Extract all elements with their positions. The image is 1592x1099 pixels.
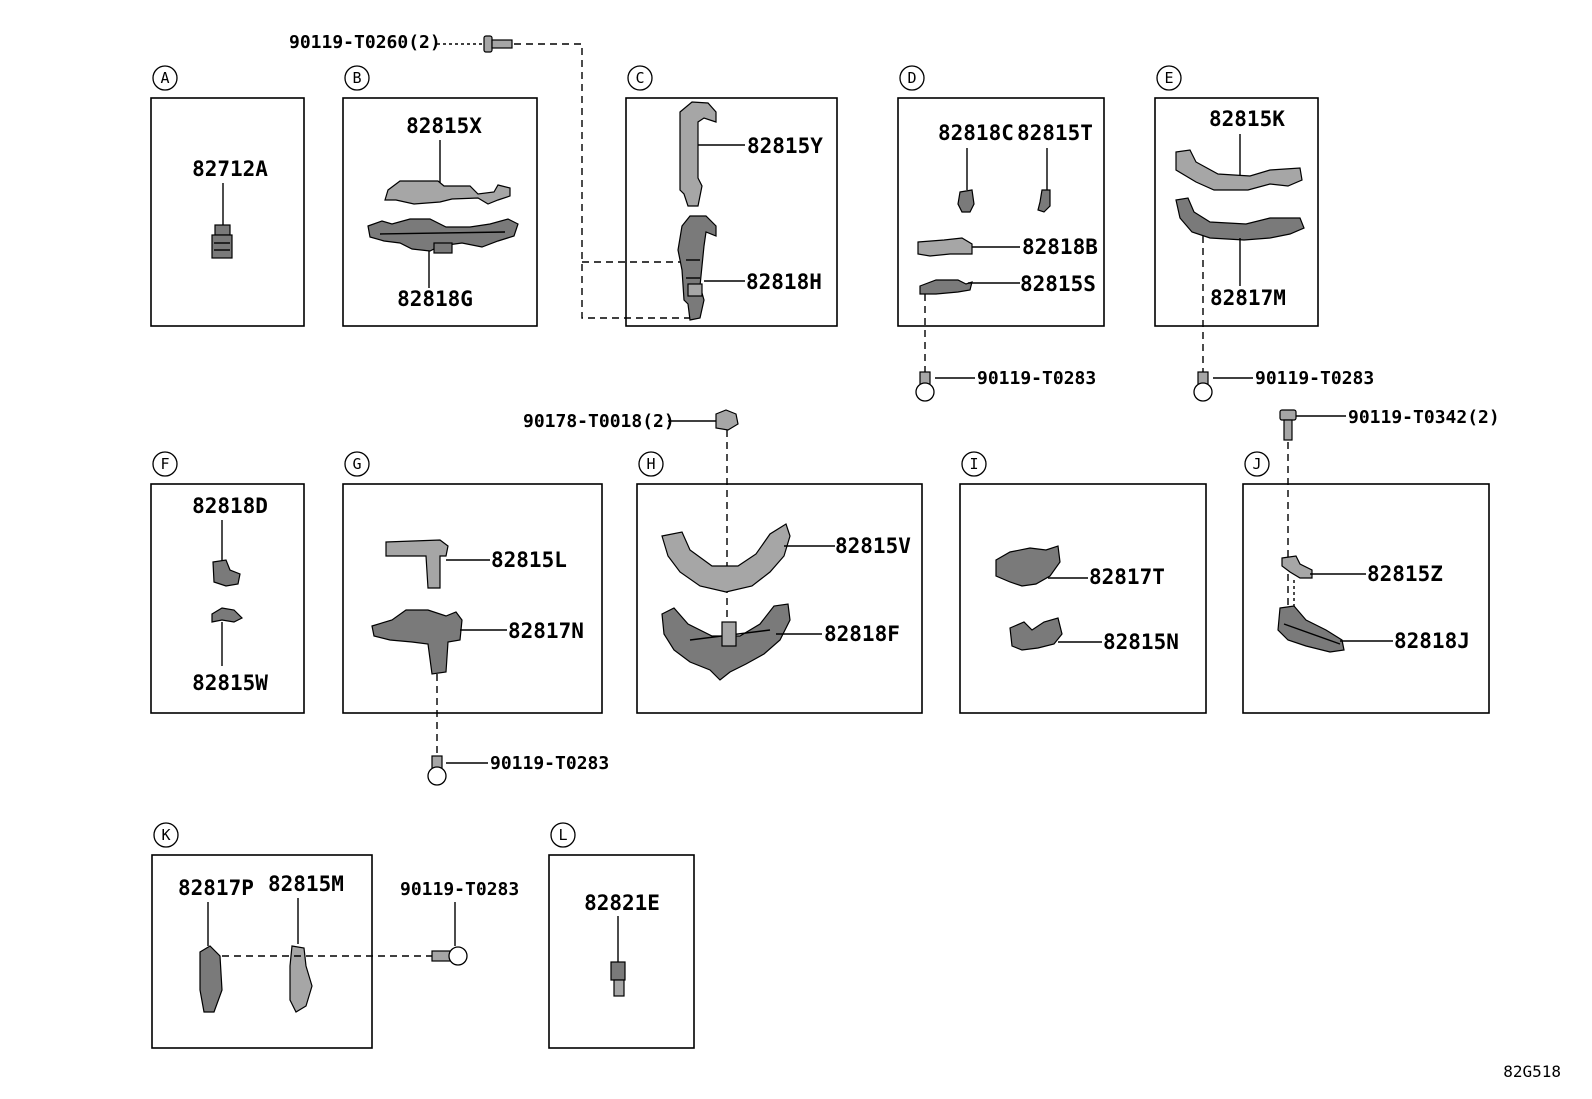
part-label-82815l: 82815L — [491, 548, 567, 572]
part-label-82815w: 82815W — [192, 671, 268, 695]
section-b-box — [342, 97, 538, 327]
part-label-82817p: 82817P — [178, 876, 254, 900]
part-label-82815m: 82815M — [268, 872, 344, 896]
bracket-icon — [1277, 555, 1345, 653]
fastener-label-g: 90119-T0283 — [490, 753, 609, 774]
section-letter-i: I — [969, 455, 978, 473]
section-l-box — [548, 854, 695, 1049]
section-letter-j: J — [1252, 455, 1261, 473]
part-label-82818c: 82818C — [938, 121, 1014, 145]
bracket-icon — [371, 539, 463, 675]
part-label-82818d: 82818D — [192, 494, 268, 518]
section-letter-e: E — [1164, 69, 1173, 87]
bolt-icon — [915, 371, 935, 402]
section-letter-l: L — [558, 826, 567, 844]
fastener-label-90119-t0342: 90119-T0342(2) — [1348, 407, 1500, 428]
part-label-82818g: 82818G — [397, 287, 473, 311]
part-label-82815s: 82815S — [1020, 272, 1096, 296]
part-label-82818h: 82818H — [746, 270, 822, 294]
part-label-82815z: 82815Z — [1367, 562, 1443, 586]
section-f: F 82818D 82815W — [150, 451, 305, 714]
clip-icon — [199, 945, 313, 1013]
bolt-icon — [427, 755, 447, 786]
bracket-icon — [661, 523, 791, 681]
clip-icon — [917, 189, 1051, 295]
section-k: K 82817P 82815M 90119-T0283 — [151, 822, 519, 1049]
clip-icon — [610, 961, 626, 997]
section-letter-g: G — [352, 455, 361, 473]
part-label-82815t: 82815T — [1017, 121, 1093, 145]
section-letter-h: H — [646, 455, 655, 473]
part-label-82821e: 82821E — [584, 891, 660, 915]
section-k-box — [151, 854, 373, 1049]
section-i-box — [959, 483, 1207, 714]
part-label-82815x: 82815X — [406, 114, 482, 138]
section-letter-a: A — [160, 69, 169, 87]
fastener-h: 90178-T0018(2) — [523, 409, 739, 670]
section-h-box — [636, 483, 923, 714]
section-letter-circle — [152, 65, 178, 91]
section-letter-d: D — [907, 69, 916, 87]
section-j: J 82815Z 82818J — [1242, 451, 1490, 714]
section-h: H 82815V 82818F — [636, 451, 923, 714]
section-c-box — [625, 97, 838, 327]
section-f-box — [150, 483, 305, 714]
section-l: L 82821E — [548, 822, 695, 1049]
bracket-icon — [677, 101, 717, 321]
fastener-j: 90119-T0342(2) — [1279, 407, 1500, 612]
section-i: I 82817T 82815N — [959, 451, 1207, 714]
bolt-icon — [1279, 409, 1297, 441]
part-label-82817n: 82817N — [508, 619, 584, 643]
section-d: D 82818C 82815T 82818B 82815S 90119-T028… — [897, 65, 1105, 402]
section-letter-f: F — [160, 455, 169, 473]
part-label-82818j: 82818J — [1394, 629, 1470, 653]
clip-icon — [211, 559, 244, 623]
part-label-82817t: 82817T — [1089, 565, 1165, 589]
part-label-82712a: 82712A — [192, 157, 268, 181]
bolt-icon — [483, 35, 513, 53]
bolt-icon — [1193, 371, 1213, 402]
bracket-icon — [995, 545, 1063, 651]
part-label-82818f: 82818F — [824, 622, 900, 646]
fastener-label-k: 90119-T0283 — [400, 879, 519, 900]
part-label-82815y: 82815Y — [747, 134, 823, 158]
section-e-box — [1154, 97, 1319, 327]
bolt-icon — [431, 946, 468, 966]
section-g-box — [342, 483, 603, 714]
bracket-icon — [1175, 149, 1305, 241]
part-label-82815v: 82815V — [835, 534, 911, 558]
bracket-icon — [367, 180, 519, 254]
section-a-box — [150, 97, 305, 327]
section-b: B 82815X 82818G — [342, 65, 538, 327]
part-label-82818b: 82818B — [1022, 235, 1098, 259]
fastener-label-d: 90119-T0283 — [977, 368, 1096, 389]
fastener-label-90178-t0018: 90178-T0018(2) — [523, 411, 675, 432]
section-d-box — [897, 97, 1105, 327]
section-c: C 82815Y 82818H — [625, 65, 838, 327]
section-g: G 82815L 82817N 90119-T0283 — [342, 451, 609, 786]
section-letter-b: B — [352, 69, 361, 87]
clip-icon — [211, 224, 233, 259]
part-label-82815n: 82815N — [1103, 630, 1179, 654]
fastener-label-e: 90119-T0283 — [1255, 368, 1374, 389]
diagram-code: 82G518 — [1503, 1062, 1561, 1081]
part-label-82817m: 82817M — [1210, 286, 1286, 310]
section-letter-c: C — [635, 69, 644, 87]
fastener-c: 90119-T0260(2) — [289, 32, 690, 319]
nut-icon — [715, 409, 739, 431]
part-label-82815k: 82815K — [1209, 107, 1285, 131]
section-j-box — [1242, 483, 1490, 714]
section-letter-k: K — [161, 826, 170, 844]
section-e: E 82815K 82817M 90119-T0283 — [1154, 65, 1374, 402]
section-a: A 82712A — [150, 65, 305, 327]
fastener-label-90119-t0260: 90119-T0260(2) — [289, 32, 441, 53]
